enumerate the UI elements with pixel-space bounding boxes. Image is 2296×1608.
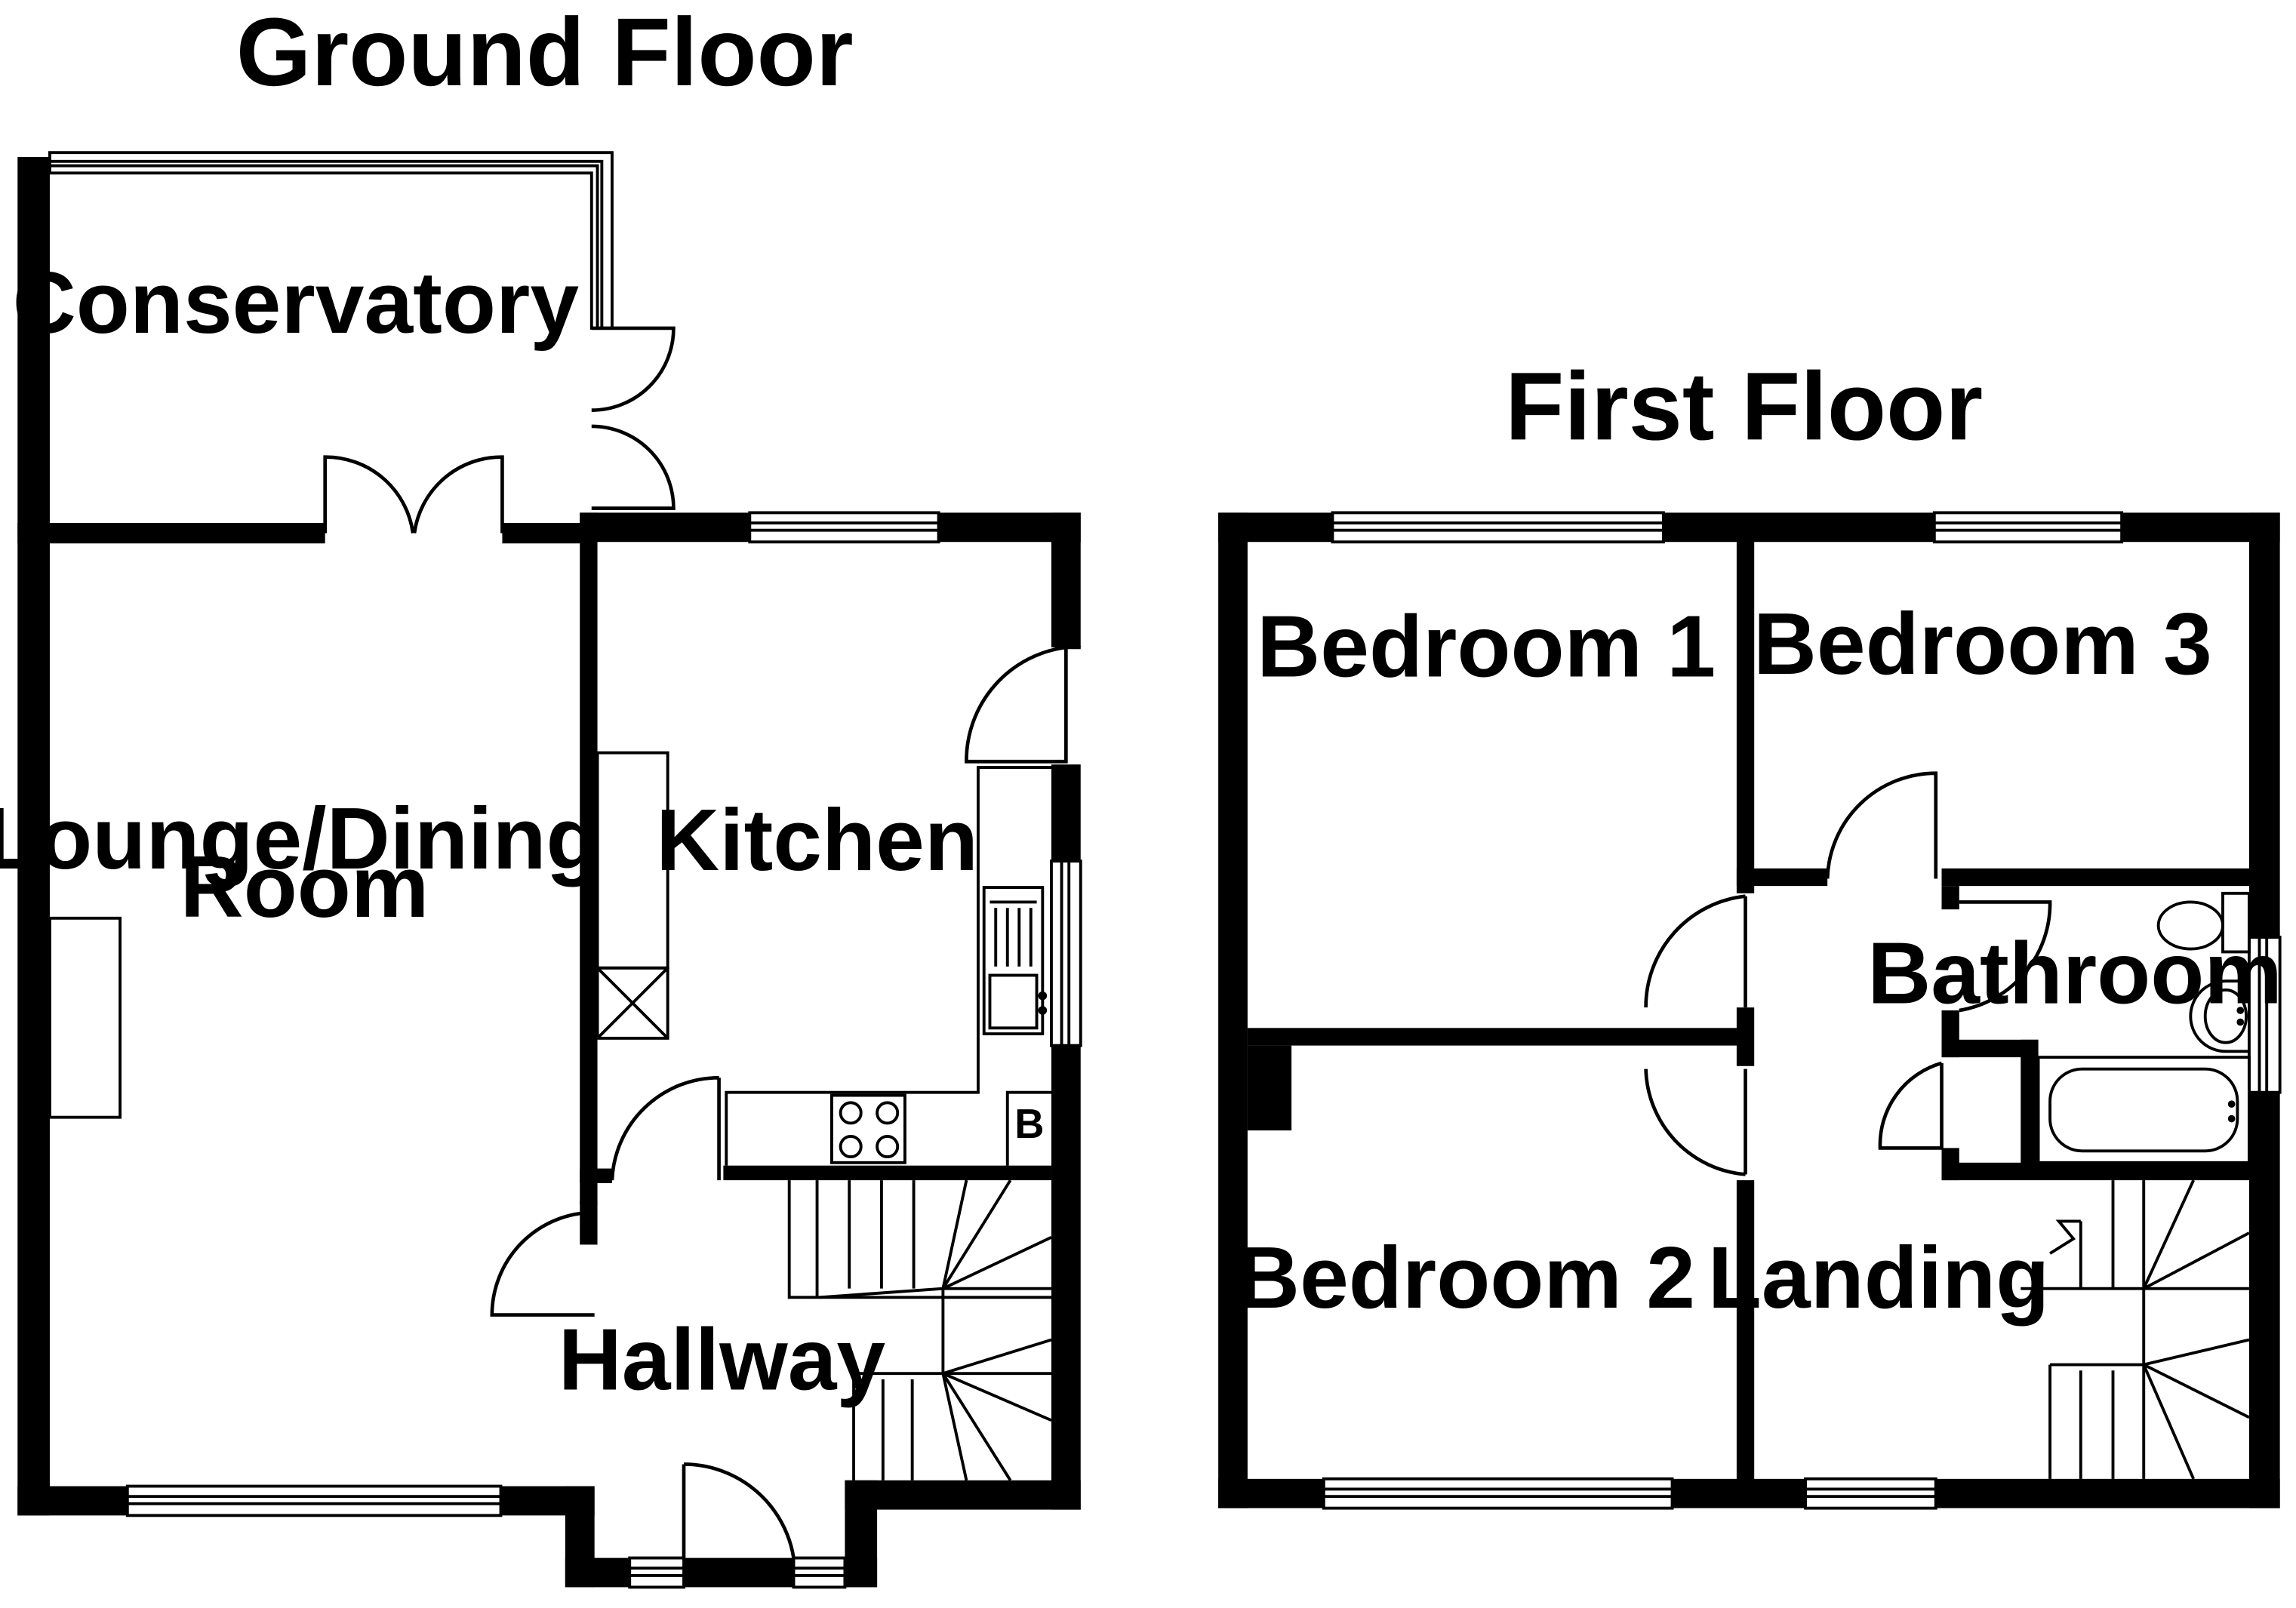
room-label-bedroom-1: Bedroom 1 [1257,598,1716,696]
room-label-bedroom-3: Bedroom 3 [1753,595,2212,693]
ground-floor-stairs [787,1179,1052,1481]
ground-floor-walls [17,156,1081,1588]
room-label-hallway: Hallway [559,1311,886,1409]
room-label-bedroom-2: Bedroom 2 [1236,1228,1695,1327]
ground-floor-doors [323,326,1081,1558]
boiler-label: B [1014,1101,1044,1147]
ground-floor-windows [125,511,1082,1589]
bathroom-fittings [2036,891,2251,1164]
first-floor-walls [1218,512,2280,1508]
room-label-conservatory: Conservatory [13,254,580,352]
first-floor-title: First Floor [1505,352,1983,460]
room-label-lounge-dining: Lounge/Dining Room [0,789,624,936]
first-floor-stairs [2021,1179,2250,1480]
first-floor-windows [1322,511,2282,1510]
ground-floor-room-labels: Conservatory Lounge/Dining Room Kitchen … [0,254,978,1409]
ground-floor-title: Ground Floor [236,0,854,106]
first-floor-doors [1644,771,2052,1176]
room-label-kitchen: Kitchen [656,791,978,889]
first-floor-room-labels: Bedroom 1 Bedroom 3 Bathroom Bedroom 2 L… [1236,595,2282,1327]
kitchen-fittings: B [596,751,1051,1166]
fireplace [48,916,122,1119]
room-label-bathroom: Bathroom [1867,924,2282,1022]
room-label-landing: Landing [1708,1228,2050,1327]
